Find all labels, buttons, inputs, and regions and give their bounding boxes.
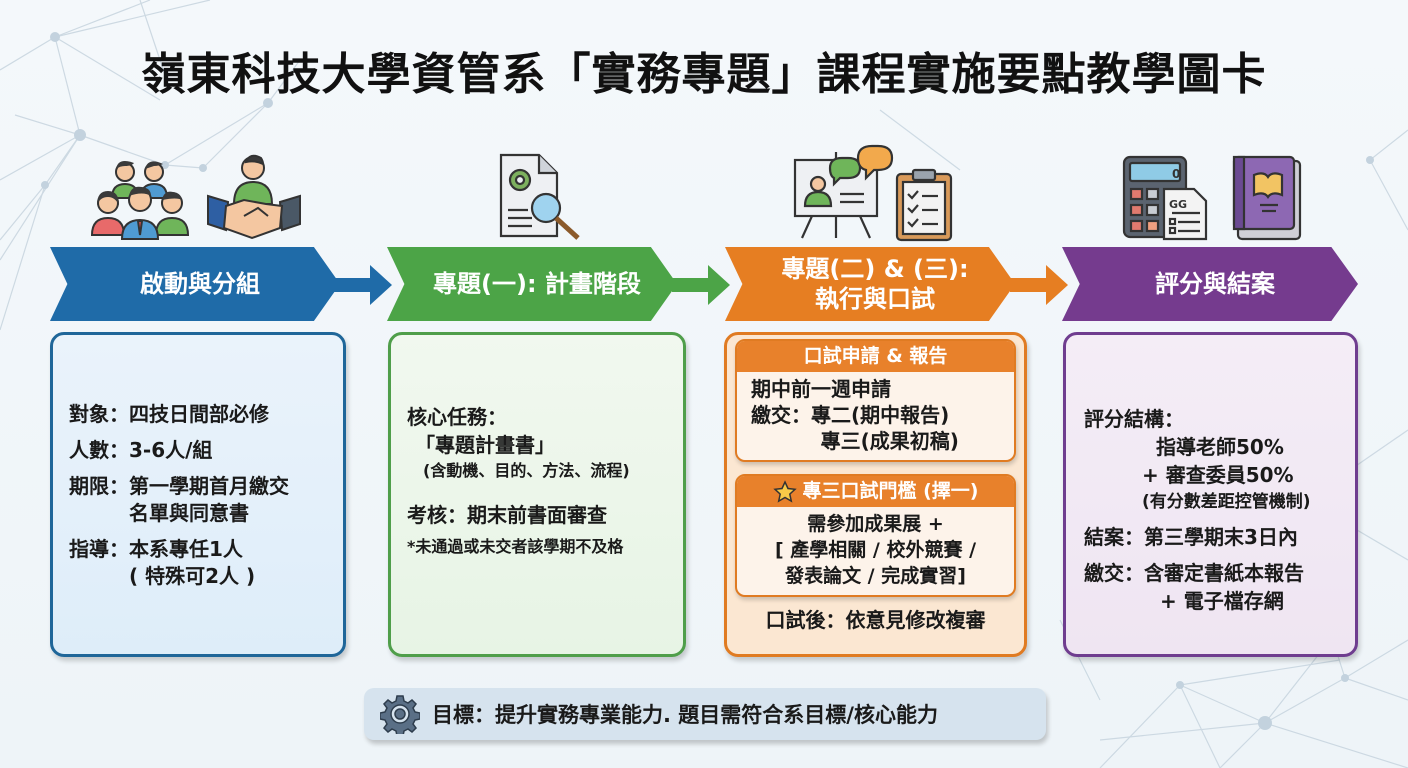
svg-text:0: 0 — [1172, 167, 1180, 181]
group-size-label: 人數： — [69, 438, 129, 462]
stage3-banner-line1: 專題(二) & (三): — [781, 255, 969, 283]
oral-exam-application-title: 口試申請 & 報告 — [737, 341, 1014, 372]
oral-exam-application-body: 期中前一週申請 繳交：專二(期中報告) 專三(成果初稿) — [751, 377, 959, 453]
arrow-right-icon — [334, 265, 392, 305]
oral-exam-threshold-title: 專三口試門檻 (擇一) — [802, 480, 979, 502]
advisor-label: 指導： — [69, 537, 129, 561]
stage4-banner: 評分與結案 — [1062, 247, 1358, 321]
people-group-icon — [88, 155, 190, 244]
target-value: 四技日間部必修 — [129, 402, 269, 426]
notebook-icon — [1232, 155, 1302, 245]
assessment-note: *未通過或未交者該學期不及格 — [407, 537, 624, 556]
stage2-card: 核心任務： 「專題計畫書」 (含動機、目的、方法、流程) 考核：期末前書面審查 … — [388, 332, 686, 657]
deadline-row: 期限： 第一學期首月繳交 名單與同意書 — [69, 473, 329, 527]
stage4-banner-label: 評分與結案 — [1155, 270, 1275, 298]
group-size-value: 3-6人/組 — [129, 438, 213, 462]
advisor-row: 指導： 本系專任1人 ( 特殊可2人 ) — [69, 536, 329, 590]
advisor-value: 本系專任1人 ( 特殊可2人 ) — [129, 537, 256, 588]
stage4-card: 評分結構： 指導老師50% + 審查委員50% (有分數差距控管機制) 結案：第… — [1063, 332, 1358, 657]
oral-exam-application-panel: 口試申請 & 報告 期中前一週申請 繳交：專二(期中報告) 專三(成果初稿) — [735, 339, 1016, 462]
oral-exam-threshold-body: 需參加成果展 + [ 產學相關 / 校外競賽 / 發表論文 / 完成實習] — [774, 513, 977, 587]
stage1-banner-label: 啟動與分組 — [140, 270, 260, 298]
stage3-banner-line2: 執行與口試 — [815, 285, 935, 313]
submission-line2: + 電子檔存網 — [1160, 589, 1284, 613]
stage3-banner: 專題(二) & (三): 執行與口試 — [725, 247, 1015, 321]
goal-text: 目標：提升實務專業能力. 題目需符合系目標/核心能力 — [432, 703, 938, 727]
star-icon — [772, 479, 797, 503]
goal-bar: 目標：提升實務專業能力. 題目需符合系目標/核心能力 — [364, 688, 1046, 740]
group-size-row: 人數： 3-6人/組 — [69, 437, 329, 464]
post-exam-text: 口試後：依意見修改複審 — [765, 608, 986, 632]
grading-note: (有分數差距控管機制) — [1142, 492, 1311, 512]
oral-exam-threshold-header: 專三口試門檻 (擇一) — [737, 476, 1014, 507]
presentation-board-icon — [792, 142, 897, 246]
target-row: 對象： 四技日間部必修 — [69, 401, 329, 428]
deadline-label: 期限： — [69, 474, 129, 498]
closing-text: 結案：第三學期末3日內 — [1084, 525, 1298, 549]
core-task-label: 核心任務： — [407, 405, 507, 429]
stage3-card: 口試申請 & 報告 期中前一週申請 繳交：專二(期中報告) 專三(成果初稿) 專… — [724, 332, 1027, 657]
stage2-banner: 專題(一): 計畫階段 — [387, 247, 677, 321]
oral-exam-threshold-panel: 專三口試門檻 (擇一) 需參加成果展 + [ 產學相關 / 校外競賽 / 發表論… — [735, 474, 1016, 597]
submission-line1: 繳交：含審定書紙本報告 — [1084, 561, 1304, 585]
stage2-banner-label: 專題(一): 計畫階段 — [433, 270, 641, 298]
stage1-banner: 啟動與分組 — [50, 247, 340, 321]
checklist-clipboard-icon — [894, 168, 954, 246]
core-task-value: 「專題計畫書」 — [415, 433, 555, 457]
deadline-value: 第一學期首月繳交 名單與同意書 — [129, 474, 289, 525]
grading-reviewer-weight: + 審查委員50% — [1142, 463, 1294, 487]
arrow-right-icon — [672, 265, 730, 305]
core-task-note: (含動機、目的、方法、流程) — [423, 461, 630, 480]
assessment-text: 考核：期末前書面審查 — [407, 503, 607, 527]
stage1-card: 對象： 四技日間部必修 人數： 3-6人/組 期限： 第一學期首月繳交 名單與同… — [50, 332, 346, 657]
gear-icon — [380, 695, 420, 734]
grading-advisor-weight: 指導老師50% — [1156, 435, 1284, 459]
grading-structure-label: 評分結構： — [1084, 407, 1184, 431]
calculator-grade-icon: GG 0 — [1122, 155, 1210, 245]
handshake-icon — [206, 152, 302, 246]
target-label: 對象： — [69, 402, 129, 426]
page-title: 嶺東科技大學資管系「實務專題」課程實施要點教學圖卡 — [141, 49, 1267, 100]
document-gear-search-icon — [498, 152, 586, 246]
svg-text:GG: GG — [1169, 198, 1187, 211]
arrow-right-icon — [1010, 265, 1068, 305]
